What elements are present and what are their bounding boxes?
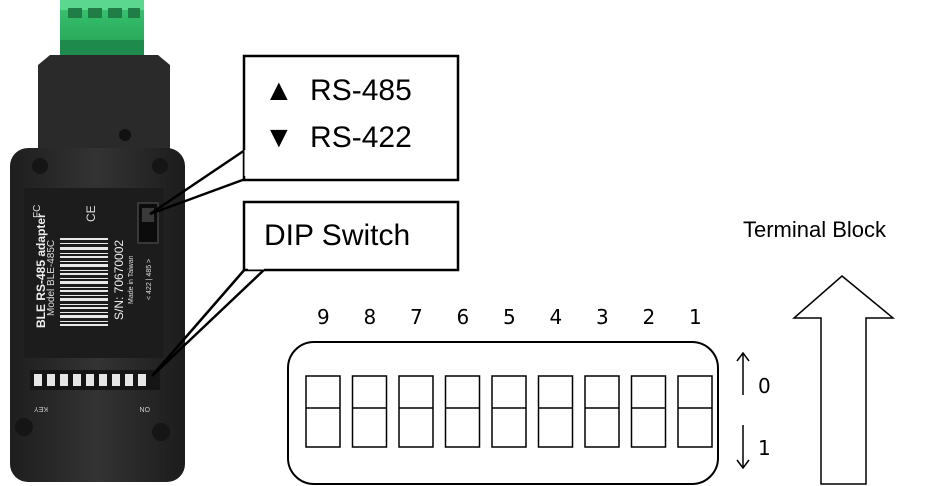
dip-switch-5 xyxy=(491,375,527,448)
switch-number-2: 2 xyxy=(642,305,656,329)
switch-number-8: 8 xyxy=(363,305,377,329)
serial-text: S/N: 70670002 xyxy=(112,239,126,320)
rs422-label: RS-422 xyxy=(310,121,412,154)
switch-number-1: 1 xyxy=(689,305,702,329)
device-dip-switch xyxy=(30,370,160,390)
dip-switch-9 xyxy=(305,375,341,448)
switch-number-5: 5 xyxy=(503,305,516,329)
switch-number-6: 6 xyxy=(456,305,470,329)
origin-text: Made in Taiwan xyxy=(128,255,135,304)
rs485-label: RS-485 xyxy=(310,74,412,107)
mode-callout xyxy=(149,54,460,216)
down-triangle-icon: ▼ xyxy=(264,121,294,154)
up-triangle-icon: ▲ xyxy=(264,74,294,107)
mode-marking-text: < 422 | 485 > xyxy=(146,258,153,300)
adapter-device xyxy=(10,0,185,482)
state-off-label: 0 xyxy=(758,374,771,398)
dip-switch-7 xyxy=(398,375,434,448)
state-on-label: 1 xyxy=(758,436,771,460)
terminal-block-arrow xyxy=(792,275,896,485)
dip-switch-3 xyxy=(584,375,620,448)
terminal-block-label: Terminal Block xyxy=(743,217,887,242)
dip-switch-label: DIP Switch xyxy=(264,219,411,252)
terminal-connector xyxy=(60,0,144,62)
switch-number-9: 9 xyxy=(317,305,330,329)
on-direction-arrow xyxy=(736,425,750,470)
dip-switch-6 xyxy=(444,375,481,448)
dip-callout xyxy=(151,200,460,377)
model-text: Model BLE-485C xyxy=(46,239,57,316)
barcode xyxy=(60,238,108,326)
key-marking-text: KEY xyxy=(33,405,48,412)
on-marking-text: ON xyxy=(139,405,151,412)
off-direction-arrow xyxy=(736,351,750,395)
dip-switch-4 xyxy=(537,375,574,448)
switch-number-3: 3 xyxy=(596,305,609,329)
fcc-mark: FC xyxy=(32,204,43,218)
dip-switch-1 xyxy=(677,375,713,448)
dip-switch-2 xyxy=(630,375,667,448)
dip-switch-diagram xyxy=(287,341,750,485)
switch-number-4: 4 xyxy=(549,305,563,329)
ce-mark: CE xyxy=(84,205,98,222)
switch-number-7: 7 xyxy=(410,305,423,329)
dip-switch-8 xyxy=(351,375,388,448)
